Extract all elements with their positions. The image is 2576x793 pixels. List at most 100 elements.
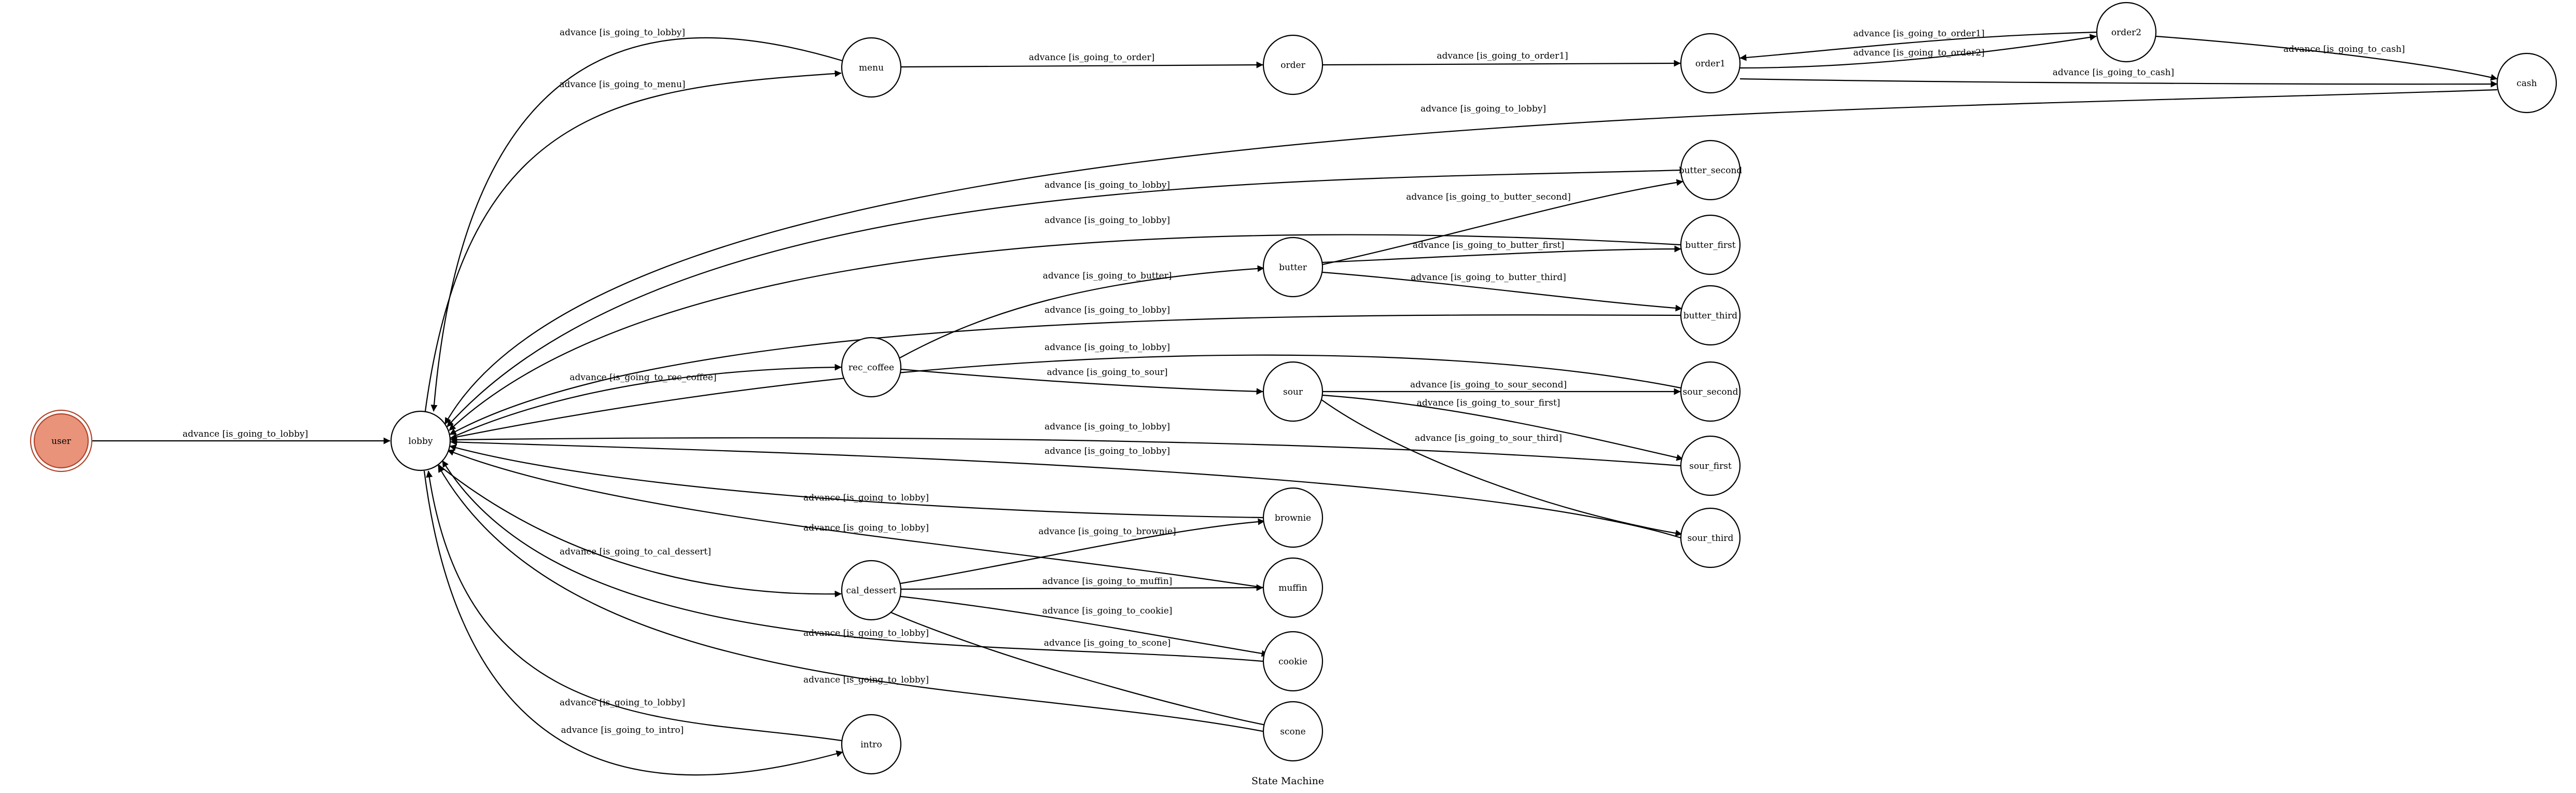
state-node-sour_third: sour_third (1680, 507, 1741, 568)
edge-order2-to-order1: advance [is_going_to_order1] (1739, 29, 2098, 61)
state-node-scone: scone (1262, 701, 1324, 762)
state-circle (1680, 214, 1741, 275)
state-node-butter_second: butter_second (1679, 140, 1743, 201)
edge-line (889, 611, 1271, 728)
edge-butter-to-butter_second: advance [is_going_to_butter_second] (1322, 179, 1683, 266)
edge-label: advance [is_going_to_lobby] (1045, 446, 1170, 456)
edge-line (900, 518, 1265, 585)
edge-order1-to-cash: advance [is_going_to_cash] (1739, 67, 2498, 88)
edge-label: advance [is_going_to_cash] (2053, 67, 2174, 78)
state-node-intro: intro (841, 714, 902, 775)
edge-line (450, 354, 1681, 440)
edge-butter-to-butter_first: advance [is_going_to_butter_first] (1322, 240, 1681, 263)
edge-lobby-to-cal_dessert: advance [is_going_to_cal_dessert] (438, 464, 842, 597)
state-node-butter: butter (1262, 236, 1324, 298)
edge-menu-to-lobby: advance [is_going_to_lobby] (430, 27, 843, 412)
edge-line (900, 368, 1263, 395)
state-node-brownie: brownie (1262, 487, 1324, 548)
edge-line (1322, 394, 1683, 461)
edge-label: advance [is_going_to_lobby] (1045, 180, 1170, 190)
state-node-sour_first: sour_first (1680, 435, 1741, 496)
edge-label: advance [is_going_to_lobby] (1045, 305, 1170, 315)
state-node-sour_second: sour_second (1680, 361, 1741, 422)
state-circle (390, 410, 451, 471)
edge-label: advance [is_going_to_muffin] (1042, 576, 1173, 587)
diagram-caption: State Machine (1251, 775, 1324, 787)
edge-menu-to-order: advance [is_going_to_order] (901, 52, 1263, 68)
edge-line (900, 595, 1269, 657)
edge-label: advance [is_going_to_cash] (2283, 44, 2405, 54)
edge-line (450, 438, 1681, 539)
edge-label: advance [is_going_to_sour_first] (1417, 398, 1561, 408)
edge-lobby-to-intro: advance [is_going_to_intro] (423, 470, 843, 776)
edge-butter_third-to-lobby: advance [is_going_to_lobby] (449, 305, 1681, 435)
edge-label: advance [is_going_to_order2] (1853, 48, 1984, 58)
edge-label: advance [is_going_to_lobby] (183, 429, 308, 439)
state-circle (1262, 361, 1324, 422)
edge-intro-to-lobby: advance [is_going_to_lobby] (426, 470, 842, 742)
state-label: butter (1279, 262, 1307, 273)
state-node-butter_third: butter_third (1680, 285, 1741, 346)
edge-line (447, 169, 1681, 427)
state-label: butter_third (1683, 311, 1738, 321)
edge-cal_dessert-to-scone: advance [is_going_to_scone] (889, 611, 1271, 728)
state-label: sour_second (1683, 387, 1738, 397)
edge-line (2155, 35, 2498, 81)
edge-label: advance [is_going_to_butter_third] (1411, 272, 1566, 283)
edge-muffin-to-lobby: advance [is_going_to_lobby] (447, 449, 1264, 589)
initial-state-outer-ring (30, 409, 93, 472)
edge-rec_coffee-to-butter: advance [is_going_to_butter] (899, 265, 1264, 358)
state-circle (1680, 285, 1741, 346)
edge-label: advance [is_going_to_order1] (1437, 51, 1568, 61)
edge-sour_third-to-lobby: advance [is_going_to_lobby] (450, 438, 1681, 539)
edge-cal_dessert-to-brownie: advance [is_going_to_brownie] (900, 518, 1265, 585)
edge-label: advance [is_going_to_sour] (1047, 367, 1167, 378)
state-circle (1680, 140, 1741, 201)
state-node-cash: cash (2496, 52, 2557, 114)
state-label: sour_third (1688, 533, 1734, 544)
edge-line (447, 449, 1264, 589)
edge-brownie-to-lobby: advance [is_going_to_lobby] (449, 444, 1263, 519)
edge-line (426, 470, 842, 742)
state-circle (1262, 487, 1324, 548)
edge-label: advance [is_going_to_sour_second] (1410, 380, 1567, 390)
state-label: butter_first (1685, 240, 1735, 251)
state-label: cal_dessert (846, 586, 896, 596)
state-label: butter_second (1679, 165, 1743, 176)
edge-line (442, 460, 1263, 662)
edge-label: advance [is_going_to_lobby] (803, 493, 929, 503)
edge-sour-to-sour_third: advance [is_going_to_sour_third] (1320, 399, 1682, 537)
edge-line (1739, 31, 2098, 61)
edge-label: advance [is_going_to_scone] (1044, 638, 1171, 648)
state-label: scone (1280, 727, 1306, 737)
edge-order2-to-cash: advance [is_going_to_cash] (2155, 35, 2498, 81)
state-node-rec_coffee: rec_coffee (841, 337, 902, 398)
edge-line (1739, 34, 2097, 69)
edge-order-to-order1: advance [is_going_to_order1] (1322, 51, 1681, 67)
edge-label: advance [is_going_to_menu] (559, 79, 685, 90)
edge-label: advance [is_going_to_lobby] (1421, 104, 1546, 114)
edge-label: advance [is_going_to_butter_first] (1413, 240, 1564, 251)
edge-label: advance [is_going_to_butter] (1043, 271, 1172, 281)
state-node-muffin: muffin (1262, 557, 1324, 618)
state-circle (1262, 34, 1324, 95)
state-circle (841, 337, 902, 398)
state-label: user (51, 436, 72, 447)
state-label: rec_coffee (848, 363, 894, 373)
edge-line (449, 444, 1263, 519)
state-label: order1 (1695, 59, 1725, 69)
edge-rec_coffee-to-sour: advance [is_going_to_sour] (900, 367, 1263, 395)
state-label: lobby (408, 436, 433, 447)
edge-line (901, 61, 1263, 68)
edge-line (1322, 271, 1682, 312)
edge-line (430, 37, 843, 412)
edge-label: advance [is_going_to_sour_third] (1415, 433, 1562, 443)
edge-label: advance [is_going_to_lobby] (1045, 342, 1170, 353)
edge-sour_second-to-lobby: advance [is_going_to_lobby] (450, 342, 1681, 440)
state-node-cal_dessert: cal_dessert (841, 560, 902, 621)
edge-line (438, 465, 1263, 732)
state-circle (1680, 435, 1741, 496)
edge-line (424, 70, 842, 412)
edge-line (900, 584, 1263, 591)
